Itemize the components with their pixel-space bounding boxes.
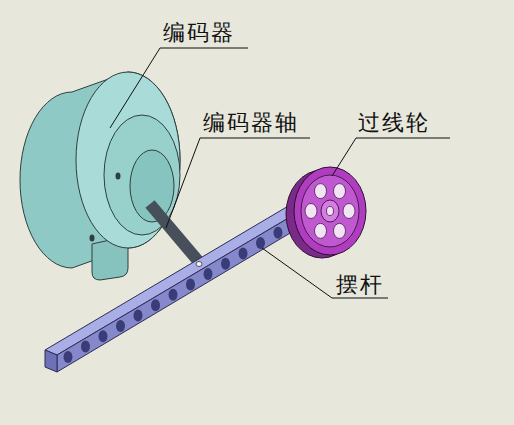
arm-hole xyxy=(274,227,283,239)
encoder-body xyxy=(20,72,180,268)
pulley-face xyxy=(294,167,366,255)
arm-hole xyxy=(116,320,125,332)
part-label: 编码器 xyxy=(163,20,235,46)
arm-hole xyxy=(134,310,143,322)
mount-hole xyxy=(90,235,95,242)
mount-hole xyxy=(116,173,121,180)
pulley-hub xyxy=(321,200,339,222)
pulley-bore xyxy=(327,207,334,216)
leader-line xyxy=(332,138,450,176)
arm-hole xyxy=(99,330,108,342)
arm-end-face xyxy=(45,350,57,372)
arm-hole xyxy=(64,351,73,363)
arm-hole xyxy=(256,237,265,249)
arm-hole xyxy=(204,268,213,280)
arm-top-face xyxy=(45,205,302,355)
arm-hole xyxy=(169,289,178,301)
pulley-web xyxy=(301,175,359,247)
pulley-hole xyxy=(334,223,346,238)
arm-hole xyxy=(221,258,230,270)
pulley-hole xyxy=(334,184,346,199)
pulley-hole xyxy=(315,184,327,199)
shaft-pin xyxy=(196,262,202,267)
arm-hole xyxy=(81,341,90,353)
leader-line xyxy=(166,138,310,228)
part-label: 过线轮 xyxy=(358,110,430,136)
pulley-hole xyxy=(315,223,327,238)
part-label: 编码器轴 xyxy=(203,110,299,136)
pulley-hole xyxy=(343,204,355,219)
arm-hole xyxy=(151,299,160,311)
leader-line xyxy=(262,248,388,298)
part-label: 摆杆 xyxy=(336,272,384,298)
pulley-hole xyxy=(305,204,317,219)
arm-hole xyxy=(186,279,195,291)
encoder-shaft xyxy=(150,204,199,262)
arm-side-face xyxy=(57,210,302,372)
arm-hole xyxy=(239,247,248,259)
